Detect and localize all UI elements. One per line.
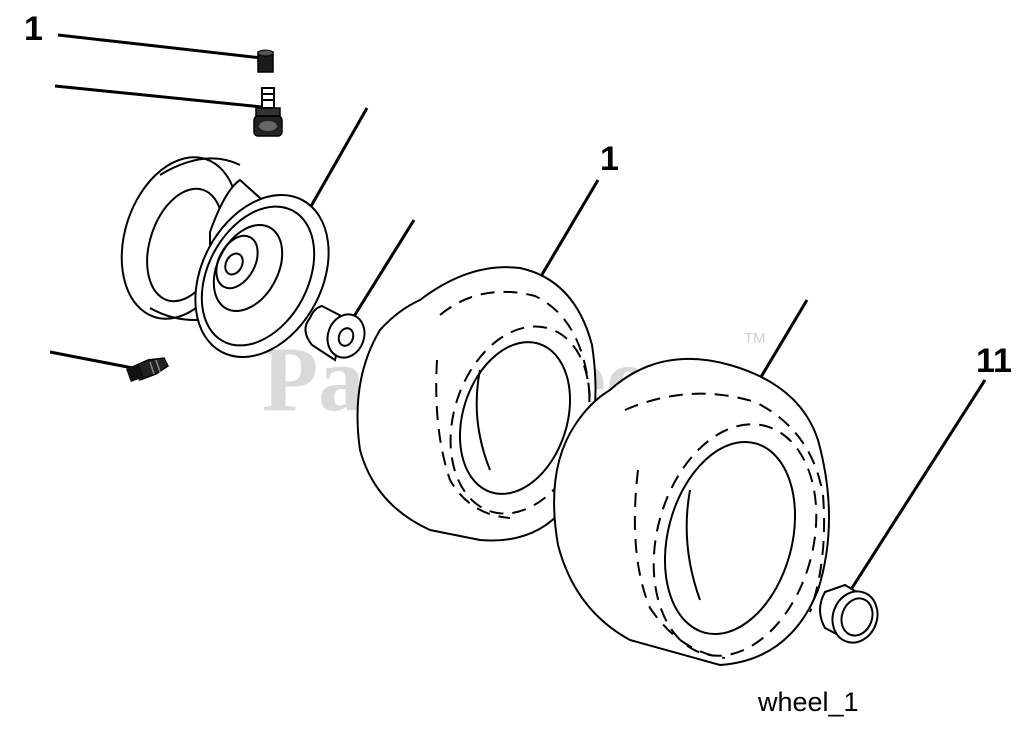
callout-front-tire-label: 1	[600, 140, 619, 178]
diagram-caption: wheel_1	[757, 687, 859, 717]
front-tire-part	[356, 266, 597, 542]
callout-valve-cap-label: 1	[24, 10, 43, 48]
grease-fitting-part	[126, 357, 169, 382]
leader-lines	[49, 33, 987, 589]
rear-tire-part	[553, 357, 830, 667]
leader-valve-stem	[54, 84, 263, 109]
leader-bearing	[351, 219, 416, 319]
rim-part	[120, 156, 330, 358]
leader-hub-cap	[850, 379, 987, 589]
leader-front-tire	[538, 179, 600, 279]
valve-cap-part	[257, 49, 274, 73]
leader-fitting	[49, 350, 134, 370]
watermark-trademark: TM	[744, 330, 766, 347]
callout-hub-cap-label: 11	[976, 342, 1012, 380]
valve-stem-part	[253, 87, 283, 137]
leader-rim-half	[308, 107, 369, 209]
bearing-part	[304, 304, 366, 362]
leader-valve-cap	[57, 33, 263, 60]
callouts: 1 1 11	[24, 10, 1012, 380]
hub-cap-part	[819, 583, 879, 644]
